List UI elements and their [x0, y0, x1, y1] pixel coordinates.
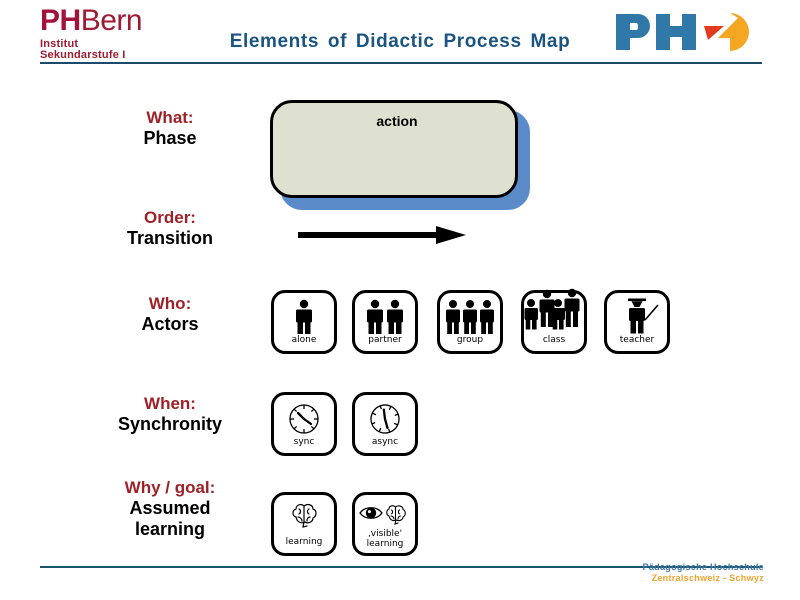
- actor-caption-group: group: [456, 335, 484, 346]
- row-answer-actors: Actors: [141, 314, 199, 335]
- row-question-what: What:: [146, 108, 194, 127]
- sync-caption-async: async: [371, 437, 399, 448]
- person-crowd-icon: [524, 287, 584, 335]
- learning-caption-visible-line2: learning: [366, 539, 404, 550]
- row-question-when: When:: [144, 394, 196, 413]
- footer-institution: Pädagogische Hochschule Zentralschweiz -…: [643, 562, 764, 585]
- actor-caption-class: class: [542, 335, 566, 346]
- actor-caption-partner: partner: [368, 335, 402, 346]
- row-label-assumed-learning: Why / goal: Assumed learning: [70, 478, 270, 541]
- phbern-logo: PHBern Institut Sekundarstufe I: [40, 4, 143, 61]
- action-phase-shape[interactable]: action: [270, 100, 530, 210]
- actor-tile-alone[interactable]: alone: [271, 290, 337, 354]
- sync-caption-sync: sync: [293, 437, 315, 448]
- learning-tile-visible-learning[interactable]: ‚visible' learning: [352, 492, 418, 556]
- header-divider: [40, 62, 762, 64]
- footer-line-2: Zentralschweiz - Schwyz: [651, 573, 764, 584]
- action-box[interactable]: action: [270, 100, 518, 198]
- row-label-actors: Who: Actors: [70, 294, 270, 335]
- eye-brain-icon: [355, 499, 415, 529]
- person-pair-icon: [355, 295, 415, 335]
- footer-divider: [40, 566, 762, 568]
- row-question-who: Who:: [148, 294, 192, 313]
- row-answer-assumed: Assumed: [129, 498, 211, 519]
- row-answer-transition: Transition: [126, 228, 213, 249]
- row-label-synchronity: When: Synchronity: [70, 394, 270, 435]
- actor-tile-group[interactable]: group: [437, 290, 503, 354]
- actor-tile-teacher[interactable]: teacher: [604, 290, 670, 354]
- slide-header: PHBern Institut Sekundarstufe I Elements…: [0, 0, 800, 70]
- row-answer-synchronity: Synchronity: [117, 414, 223, 435]
- clock-tilted-icon: [355, 397, 415, 437]
- page-title: Elements of Didactic Process Map: [229, 31, 571, 52]
- phbern-logo-sub1: Institut: [40, 38, 79, 50]
- sync-tile-sync[interactable]: sync: [271, 392, 337, 456]
- teacher-icon: [607, 295, 667, 335]
- phbern-logo-ph: PH: [40, 4, 81, 37]
- actor-caption-alone: alone: [291, 335, 317, 346]
- person-single-icon: [274, 295, 334, 335]
- phbern-logo-bern: Bern: [80, 4, 143, 37]
- footer-line-1: Pädagogische Hochschule: [642, 562, 764, 572]
- right-arrow-icon: [298, 222, 468, 248]
- row-question-order: Order:: [144, 208, 196, 227]
- row-answer-phase: Phase: [143, 128, 197, 149]
- learning-caption-visible-learning: ‚visible' learning: [351, 529, 419, 550]
- action-box-label: action: [376, 113, 418, 129]
- right-arrow-graphic: [298, 226, 466, 244]
- actor-tile-class[interactable]: class: [521, 287, 587, 354]
- clock-icon: [274, 397, 334, 437]
- row-label-transition: Order: Transition: [70, 208, 270, 249]
- learning-caption-learning: learning: [285, 537, 323, 548]
- person-trio-icon: [440, 295, 500, 335]
- phbern-logo-wordmark: PHBern: [40, 4, 143, 37]
- learning-tile-learning[interactable]: learning: [271, 492, 337, 556]
- phz-logo-graphic: [616, 13, 749, 51]
- learning-caption-visible-line1: ‚visible': [367, 529, 403, 540]
- row-answer-learning: learning: [134, 519, 205, 540]
- actor-tile-partner[interactable]: partner: [352, 290, 418, 354]
- sync-tile-async[interactable]: async: [352, 392, 418, 456]
- brain-icon: [274, 497, 334, 533]
- row-label-phase: What: Phase: [70, 108, 270, 149]
- phbern-logo-sub2: Sekundarstufe I: [40, 49, 126, 61]
- row-question-why-goal: Why / goal:: [124, 478, 216, 497]
- actor-caption-teacher: teacher: [619, 335, 655, 346]
- phz-logo: [612, 8, 762, 56]
